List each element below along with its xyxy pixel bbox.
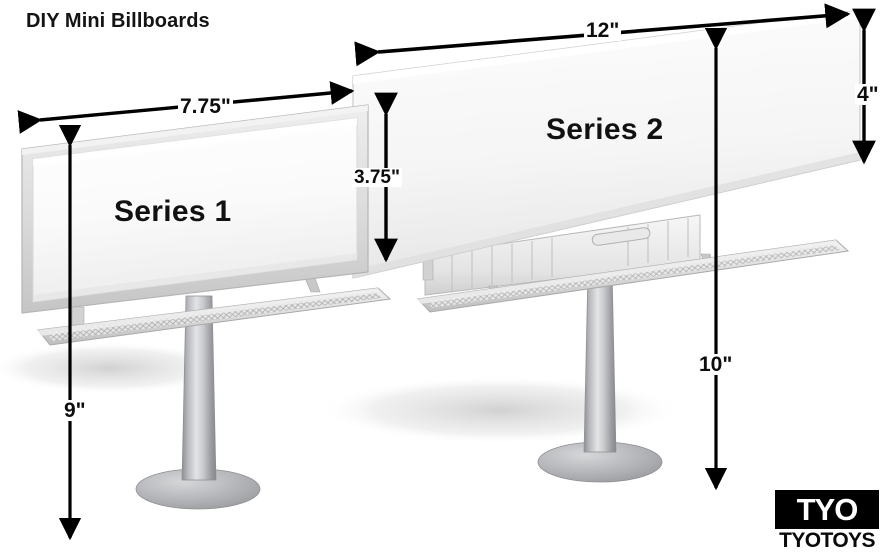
series-2-label: Series 2 [546, 113, 664, 146]
series1-pole [181, 295, 217, 481]
dimension-label-series2-panel-height: 4" [855, 83, 881, 106]
dimension-label-series1-panel-height: 3.75" [352, 167, 402, 188]
brand-logo: TYO TYOTOYS [775, 490, 879, 552]
series-1-label: Series 1 [114, 195, 232, 228]
product-series-2 [352, 9, 861, 483]
logo-wordmark: TYOTOYS [779, 529, 875, 552]
page-title: DIY Mini Billboards [26, 10, 210, 32]
dimension-label-series2-width: 12" [584, 19, 622, 42]
logo-mark: TYO [775, 490, 879, 529]
dimension-label-series1-overall-height: 9" [62, 399, 88, 422]
dimension-label-series2-overall-height: 10" [697, 353, 735, 376]
series2-back-handle [591, 227, 651, 246]
dimension-label-series1-width: 7.75" [178, 95, 233, 118]
shadow-series-1 [0, 342, 230, 394]
